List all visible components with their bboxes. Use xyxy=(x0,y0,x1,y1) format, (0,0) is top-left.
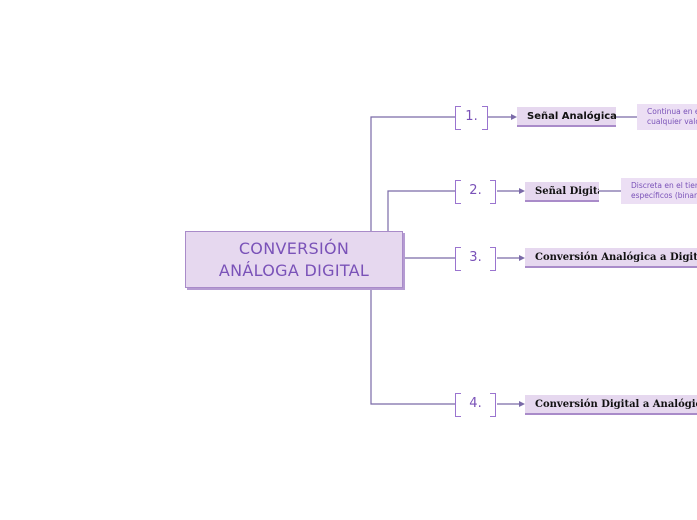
branch-number-4-label: 4. xyxy=(469,396,482,411)
topic-senal-analogica[interactable]: Señal Analógica xyxy=(517,107,616,127)
central-topic-label: CONVERSIÓN ANÁLOGA DIGITAL xyxy=(218,238,370,280)
topic-senal-digital-label: Señal Digital xyxy=(535,185,599,197)
arrowhead-1 xyxy=(511,114,517,120)
arrowhead-3 xyxy=(519,255,525,261)
topic-senal-analogica-label: Señal Analógica xyxy=(527,110,616,122)
topic-senal-digital[interactable]: Señal Digital xyxy=(525,182,599,202)
note-senal-digital[interactable]: Discreta en el tiem específicos (binar xyxy=(621,178,697,204)
arrowhead-4 xyxy=(519,401,525,407)
note-senal-analogica[interactable]: Continua en el cualquier valo xyxy=(637,104,697,130)
branch-number-2: 2. xyxy=(455,180,496,204)
connector-branch-2 xyxy=(387,190,455,231)
arrowhead-2 xyxy=(519,188,525,194)
branch-number-2-label: 2. xyxy=(469,183,482,198)
branch-number-1: 1. xyxy=(455,106,488,130)
connector-branch-4 xyxy=(370,286,455,405)
topic-adc-label: Conversión Analógica a Digital (ADC) xyxy=(535,251,697,263)
topic-adc[interactable]: Conversión Analógica a Digital (ADC) xyxy=(525,248,697,268)
branch-number-4: 4. xyxy=(455,393,496,417)
topic-dac[interactable]: Conversión Digital a Analógica (DAC) xyxy=(525,395,697,415)
central-topic[interactable]: CONVERSIÓN ANÁLOGA DIGITAL xyxy=(185,231,403,288)
connector-trunk xyxy=(370,116,455,258)
branch-number-1-label: 1. xyxy=(465,109,478,124)
branch-number-3: 3. xyxy=(455,247,496,271)
topic-dac-label: Conversión Digital a Analógica (DAC) xyxy=(535,398,697,410)
branch-number-3-label: 3. xyxy=(469,250,482,265)
